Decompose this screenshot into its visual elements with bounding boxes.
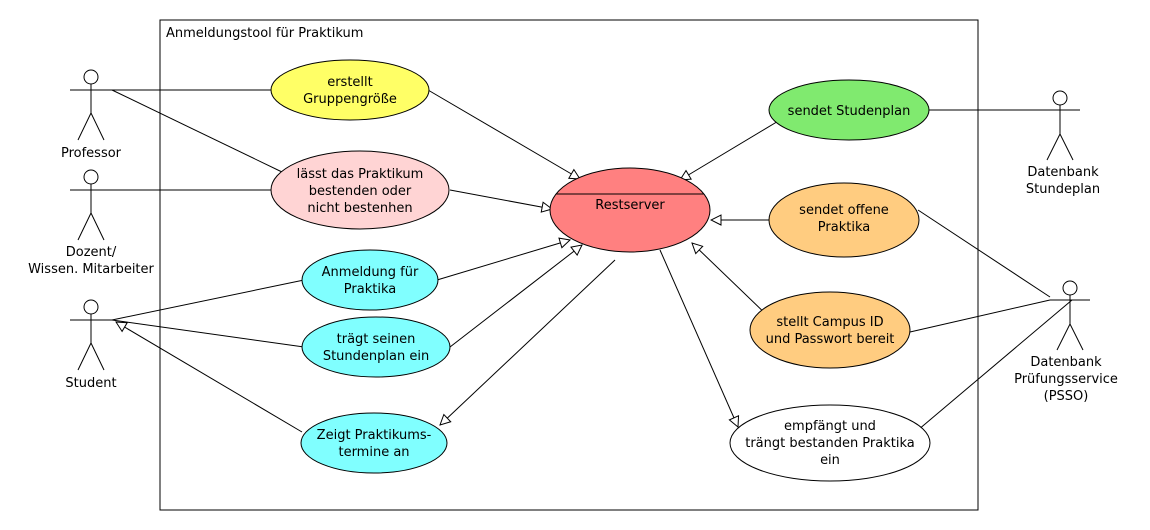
actor-professor: Professor — [61, 69, 122, 161]
actor-label: Stundeplan — [1026, 182, 1100, 197]
svg-text:Restserver: Restserver — [595, 198, 665, 213]
actor-label: Datenbank — [1030, 355, 1102, 370]
actor-label: (PSSO) — [1044, 389, 1089, 404]
svg-text:Gruppengröße: Gruppengröße — [303, 92, 397, 107]
usecase-sendet-studenplan: sendet Studenplan — [768, 79, 930, 141]
usecase-stundenplan-eintragen: trägt seinen Stundenplan ein — [301, 316, 451, 378]
actor-label: Dozent/ — [66, 245, 117, 260]
usecase-erstellt-gruppengroesse: erstellt Gruppengröße — [270, 59, 430, 121]
system-title: Anmeldungstool für Praktikum — [166, 26, 363, 41]
svg-text:Anmeldung für: Anmeldung für — [322, 265, 419, 280]
actor-label: Professor — [61, 146, 122, 161]
svg-text:stellt Campus ID: stellt Campus ID — [776, 315, 883, 330]
actor-label: Datenbank — [1027, 165, 1099, 180]
actor-datenbank-psso: Datenbank Prüfungsservice (PSSO) — [1014, 280, 1118, 404]
usecase-anmeldung-praktika: Anmeldung für Praktika — [301, 249, 439, 311]
svg-text:lässt das Praktikum: lässt das Praktikum — [297, 167, 424, 182]
svg-text:trängt bestanden Praktika: trängt bestanden Praktika — [745, 436, 915, 451]
svg-text:nicht bestenhen: nicht bestenhen — [307, 201, 412, 216]
actor-datenbank-stundeplan: Datenbank Stundeplan — [1026, 90, 1100, 197]
svg-text:sendet Studenplan: sendet Studenplan — [788, 104, 911, 119]
svg-text:und Passwort bereit: und Passwort bereit — [766, 332, 895, 347]
usecase-restserver: Restserver — [549, 167, 711, 253]
actor-label: Student — [65, 376, 116, 391]
actor-dozent: Dozent/ Wissen. Mitarbeiter — [28, 169, 155, 277]
svg-text:Praktika: Praktika — [818, 220, 870, 235]
svg-text:Stundenplan ein: Stundenplan ein — [323, 349, 429, 364]
directed-relations — [116, 89, 1060, 433]
usecase-sendet-offene-praktika: sendet offene Praktika — [768, 182, 920, 258]
svg-text:ein: ein — [820, 453, 840, 468]
svg-text:termine an: termine an — [338, 445, 409, 460]
svg-text:empfängt und: empfängt und — [784, 419, 876, 434]
svg-text:trägt seinen: trägt seinen — [337, 332, 416, 347]
usecase-empfaengt: empfängt und trängt bestanden Praktika e… — [729, 404, 931, 482]
svg-text:sendet offene: sendet offene — [799, 203, 889, 218]
actor-label: Prüfungsservice — [1014, 372, 1118, 387]
usecase-laesst-bestehen: lässt das Praktikum bestenden oder nicht… — [270, 150, 450, 230]
actor-student: Student — [65, 299, 117, 391]
svg-text:erstellt: erstellt — [327, 75, 373, 90]
usecase-campus-id: stellt Campus ID und Passwort bereit — [749, 291, 911, 369]
svg-text:bestenden oder: bestenden oder — [309, 184, 412, 199]
svg-text:Zeigt Praktikums-: Zeigt Praktikums- — [317, 428, 432, 443]
actor-label: Wissen. Mitarbeiter — [28, 262, 154, 277]
usecase-zeigt-termine: Zeigt Praktikums- termine an — [300, 412, 448, 474]
svg-text:Praktika: Praktika — [344, 282, 396, 297]
